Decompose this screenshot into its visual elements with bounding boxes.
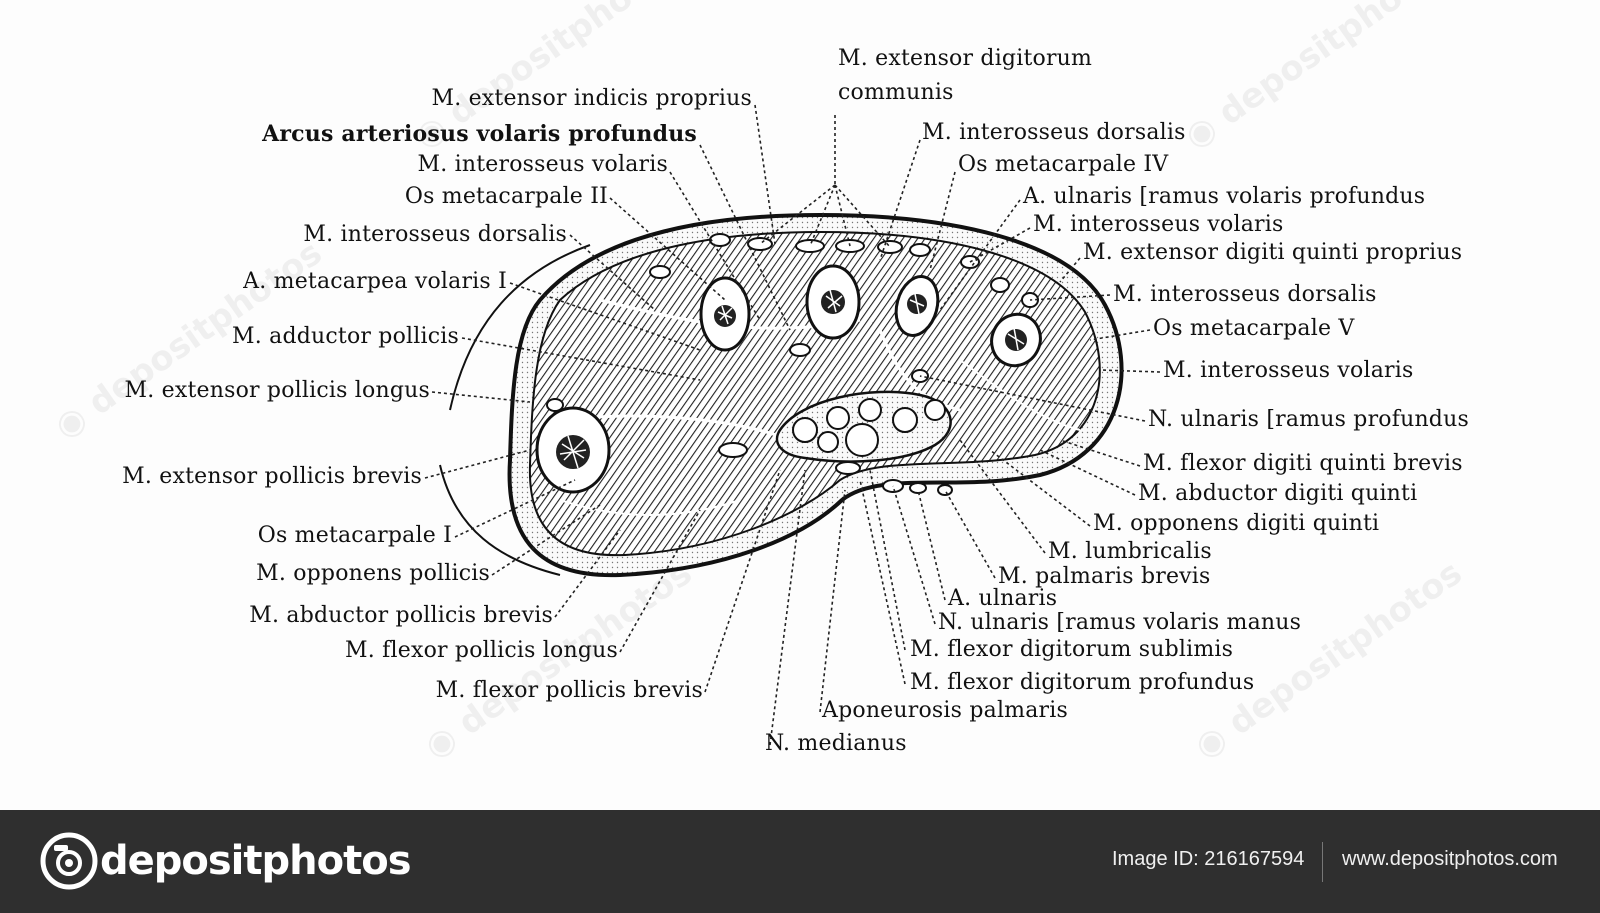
label-left: M. flexor pollicis longus — [345, 638, 618, 663]
label-right: Aponeurosis palmaris — [822, 698, 1068, 723]
label-right: Os metacarpale IV — [958, 152, 1169, 177]
label-right: Os metacarpale V — [1153, 316, 1355, 341]
label-left: M. interosseus volaris — [417, 152, 668, 177]
label-left: M. extensor pollicis longus — [124, 378, 430, 403]
label-right: M. flexor digiti quinti brevis — [1143, 451, 1463, 476]
label-right: M. palmaris brevis — [998, 564, 1211, 589]
dorsal-layer — [528, 230, 1101, 557]
label-right: A. ulnaris [ramus volaris profundus — [1023, 184, 1426, 209]
label-right: M. extensor digiti quinti proprius — [1083, 240, 1463, 265]
label-right: M. flexor digitorum sublimis — [910, 637, 1234, 662]
stock-footer-bar: depositphotos Image ID: 216167594 www.de… — [0, 810, 1600, 913]
label-right: M. opponens digiti quinti — [1093, 511, 1380, 536]
label-right: N. ulnaris [ramus profundus — [1148, 407, 1469, 432]
extensor-tendons — [649, 233, 1039, 308]
flexor-tendons — [792, 398, 946, 457]
label-extensor-digitorum-communis: communis — [838, 80, 954, 105]
label-left: M. extensor pollicis brevis — [122, 464, 422, 489]
label-right: N. ulnaris [ramus volaris manus — [938, 610, 1302, 635]
site-url-link[interactable]: www.depositphotos.com — [1342, 848, 1558, 870]
label-right: M. lumbricalis — [1048, 539, 1212, 564]
label-left: M. flexor pollicis brevis — [435, 678, 703, 703]
label-right: M. abductor digiti quinti — [1138, 481, 1418, 506]
label-right: M. interosseus dorsalis — [1113, 282, 1377, 307]
label-left: A. metacarpea volaris I — [243, 269, 507, 294]
palmar-vessels — [546, 343, 953, 496]
camera-aperture-icon — [40, 832, 98, 890]
hand-cross-section-diagram — [424, 104, 1161, 746]
image-id-text: Image ID: 216167594 — [1112, 848, 1305, 870]
label-right: N. medianus — [765, 731, 907, 756]
thenar-outline — [449, 244, 591, 411]
label-left: M. abductor pollicis brevis — [249, 603, 553, 628]
brand-name[interactable]: depositphotos — [100, 838, 412, 884]
label-left: M. interosseus dorsalis — [303, 222, 567, 247]
leader-lines — [424, 104, 1161, 746]
label-right: A. ulnaris — [948, 586, 1058, 611]
label-left: M. adductor pollicis — [232, 324, 459, 349]
label-left: Arcus arteriosus volaris profundus — [262, 121, 697, 147]
label-left: Os metacarpale II — [404, 184, 608, 209]
label-right: M. flexor digitorum profundus — [910, 670, 1255, 695]
anatomy-figure: ◉ depositphotos ◉ depositphotos ◉ deposi… — [47, 0, 1470, 768]
label-right: M. interosseus volaris — [1033, 212, 1284, 237]
label-extensor-digitorum: M. extensor digitorum — [838, 46, 1093, 71]
label-left: M. extensor indicis proprius — [431, 86, 752, 111]
label-left: Os metacarpale I — [257, 523, 452, 548]
label-right: M. interosseus dorsalis — [922, 120, 1186, 145]
label-left: M. opponens pollicis — [256, 561, 490, 586]
label-right: M. interosseus volaris — [1163, 358, 1414, 383]
footer-divider — [1322, 842, 1323, 882]
